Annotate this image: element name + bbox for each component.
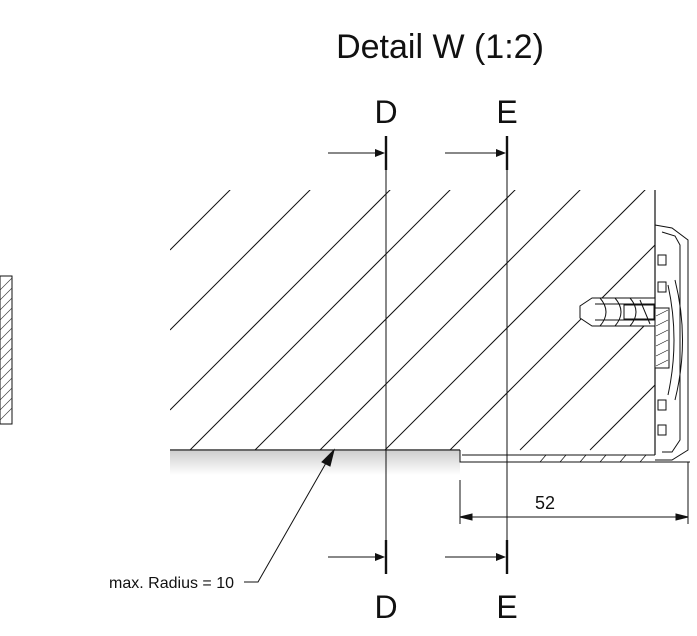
section-label-e-bottom: E	[496, 589, 517, 625]
section-label-d-top: D	[374, 94, 397, 130]
bottom-profile	[459, 450, 690, 463]
drawing-title: Detail W (1:2)	[336, 28, 544, 66]
left-hatched-strip	[0, 275, 13, 425]
section-label-d-bottom: D	[374, 589, 397, 625]
slab-section-hatching	[170, 190, 655, 455]
ceiling-shade	[170, 451, 460, 475]
mounting-profile	[654, 224, 689, 461]
radius-leader	[244, 448, 335, 583]
section-label-e-top: E	[496, 94, 517, 130]
slab-outline	[170, 190, 656, 455]
section-line-e	[445, 136, 509, 574]
dimension-52	[459, 462, 689, 524]
anchor-dowel	[579, 297, 656, 327]
dimension-value: 52	[535, 493, 555, 513]
section-line-d	[328, 136, 388, 574]
radius-annotation: max. Radius = 10	[109, 575, 234, 592]
